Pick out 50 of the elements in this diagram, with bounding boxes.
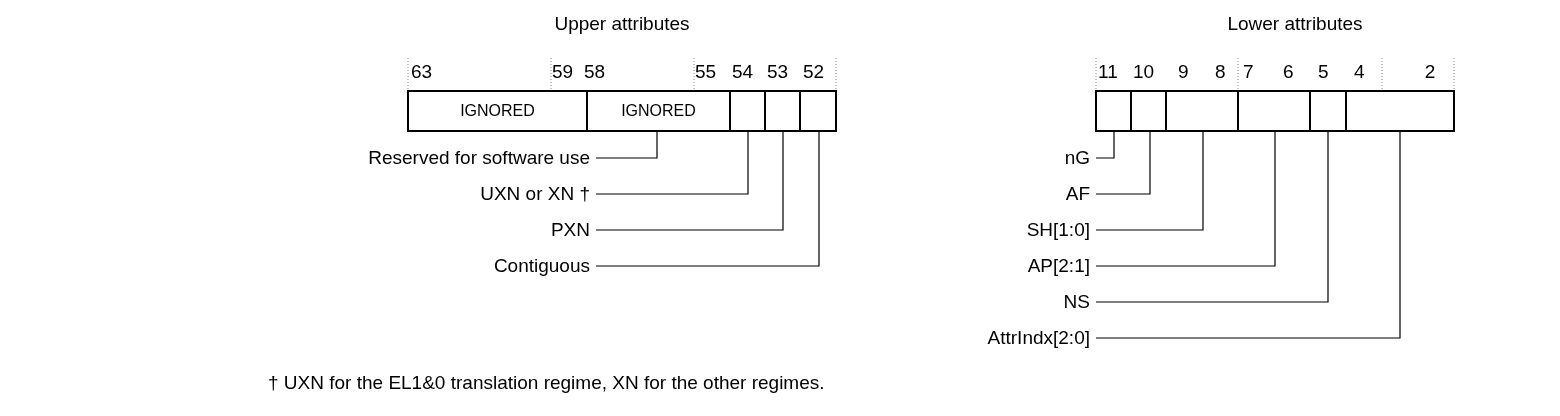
bit-number: 9 xyxy=(1178,60,1189,84)
bit-field xyxy=(729,90,766,132)
field-name: Contiguous xyxy=(493,254,590,278)
bit-number: 11 xyxy=(1098,60,1118,84)
leader-line xyxy=(1095,131,1204,231)
bit-field xyxy=(1237,90,1311,132)
bit-number: 52 xyxy=(803,60,825,84)
field-name: nG xyxy=(1064,146,1090,170)
bit-number: 54 xyxy=(732,60,754,84)
bit-field xyxy=(764,90,801,132)
bit-number: 2 xyxy=(1424,60,1436,84)
bit-field: IGNORED xyxy=(407,90,588,132)
leader-line xyxy=(1095,131,1329,303)
bit-field: IGNORED xyxy=(586,90,731,132)
bit-number: 5 xyxy=(1318,60,1329,84)
field-name: AP[2:1] xyxy=(1027,254,1090,278)
leader-line xyxy=(595,131,820,267)
bit-field xyxy=(1309,90,1347,132)
field-name: AttrIndx[2:0] xyxy=(987,326,1090,350)
bit-number: 8 xyxy=(1215,60,1226,84)
field-name: AF xyxy=(1065,182,1090,206)
bit-field xyxy=(1345,90,1455,132)
bit-number: 10 xyxy=(1133,60,1155,84)
bit-field xyxy=(1130,90,1167,132)
field-name: UXN or XN † xyxy=(480,182,590,206)
leader-line xyxy=(595,131,749,195)
bit-number: 7 xyxy=(1243,60,1254,84)
leader-line xyxy=(1095,131,1115,159)
leader-line xyxy=(595,131,658,159)
bit-number: 6 xyxy=(1283,60,1294,84)
leader-line xyxy=(1095,131,1401,339)
bit-number: 58 xyxy=(584,60,606,84)
leader-line xyxy=(1095,131,1276,267)
bit-number: 4 xyxy=(1354,60,1365,84)
bit-field xyxy=(799,90,837,132)
field-name: NS xyxy=(1063,290,1090,314)
bit-number: 59 xyxy=(552,60,574,84)
bit-number: 55 xyxy=(695,60,717,84)
field-name: PXN xyxy=(550,218,590,242)
leader-line xyxy=(1095,131,1151,195)
bit-field xyxy=(1165,90,1239,132)
register-heading: Upper attributes xyxy=(554,12,690,36)
leader-line xyxy=(595,131,784,231)
field-name: Reserved for software use xyxy=(368,146,590,170)
bit-number: 63 xyxy=(411,60,433,84)
register-heading: Lower attributes xyxy=(1227,12,1363,36)
footnote: † UXN for the EL1&0 translation regime, XN for the other regimes. xyxy=(268,371,825,395)
bit-field xyxy=(1095,90,1132,132)
bit-number: 53 xyxy=(767,60,789,84)
field-name: SH[1:0] xyxy=(1026,218,1090,242)
